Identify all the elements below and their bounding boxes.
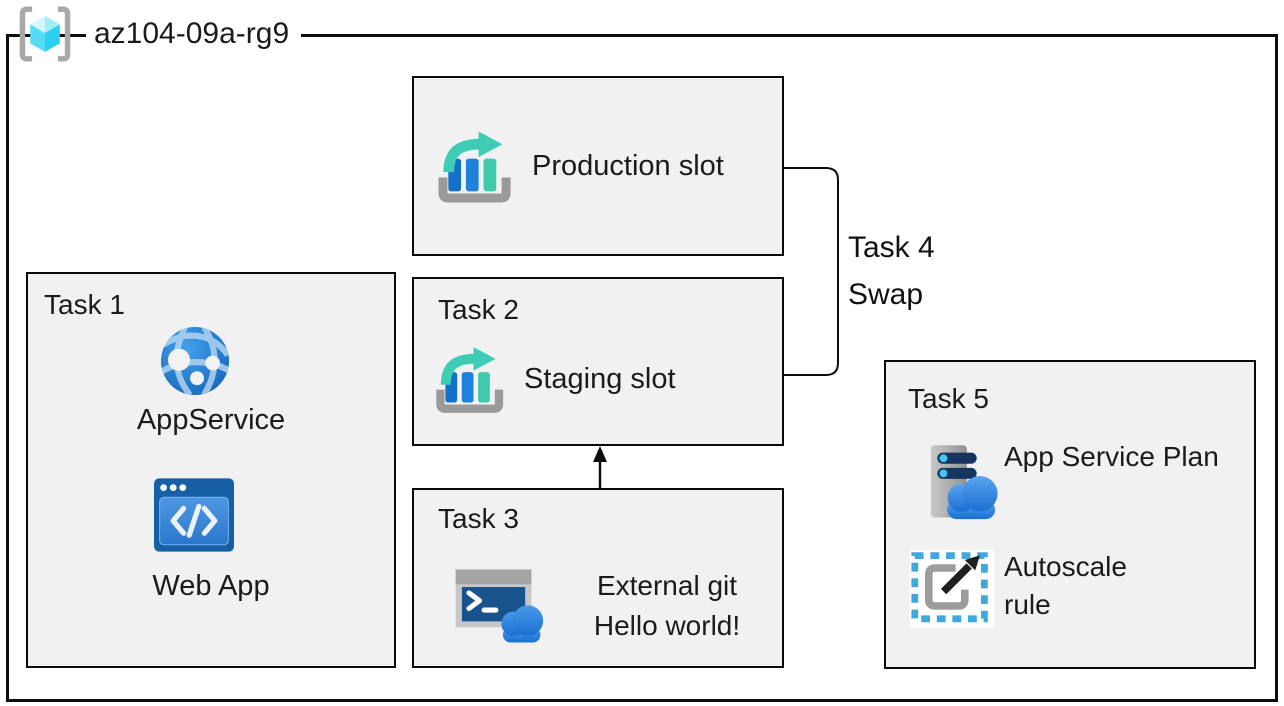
task2-title: Task 2 bbox=[438, 294, 519, 325]
app-service-label: AppService bbox=[136, 404, 286, 436]
autoscale-icon bbox=[910, 550, 994, 628]
resource-group-name: az104-09a-rg9 bbox=[86, 15, 302, 53]
production-slot-label: Production slot bbox=[532, 149, 724, 182]
task5-title: Task 5 bbox=[908, 383, 989, 414]
task2-box: Task 2 Staging slot bbox=[412, 277, 784, 446]
autoscale-rule-label: Autoscale rule bbox=[1004, 551, 1127, 620]
staging-slot-label: Staging slot bbox=[524, 362, 676, 395]
cloud-shell-icon bbox=[455, 569, 544, 643]
task5-box: Task 5 App Service Plan bbox=[884, 360, 1256, 669]
task4-swap-label: Task 4 Swap bbox=[848, 224, 935, 318]
task3-label-line1: External git bbox=[596, 570, 738, 601]
web-app-label: Web App bbox=[152, 570, 270, 602]
app-service-plan-label: App Service Plan bbox=[1004, 441, 1219, 472]
resource-group-icon bbox=[19, 6, 71, 62]
task1-box: Task 1 AppService bbox=[26, 272, 396, 668]
web-app-icon bbox=[154, 478, 234, 552]
app-service-plan-icon bbox=[930, 445, 998, 520]
task3-label-line2: Hello world! bbox=[593, 610, 741, 641]
task3-title: Task 3 bbox=[438, 503, 519, 534]
deployment-slot-icon bbox=[436, 347, 504, 413]
app-service-globe-icon bbox=[160, 326, 230, 396]
production-slot-box: Production slot bbox=[412, 76, 784, 256]
task3-box: Task 3 External git Hello world! bbox=[412, 488, 784, 668]
swap-label: Swap bbox=[848, 278, 924, 311]
deployment-slot-icon bbox=[438, 131, 511, 203]
task1-title: Task 1 bbox=[44, 289, 125, 320]
task4-title: Task 4 bbox=[848, 231, 935, 264]
